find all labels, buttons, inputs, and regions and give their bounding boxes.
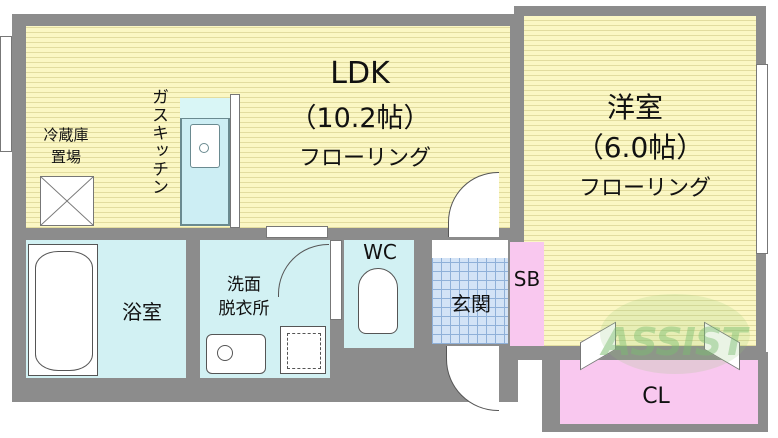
western-size: （6.0帖） — [575, 131, 705, 164]
kitchen-top-tile — [180, 98, 230, 119]
fridge-cross-icon — [40, 176, 94, 226]
fridge-space — [40, 176, 94, 226]
sink-icon — [190, 124, 220, 168]
toilet-icon — [358, 268, 398, 334]
door-washroom — [266, 226, 328, 238]
washing-machine-icon — [280, 326, 326, 374]
window-right — [756, 64, 768, 254]
western-name: 洋室 — [606, 91, 663, 124]
wc-label: WC — [363, 240, 397, 264]
ldk-size: （10.2帖） — [289, 103, 431, 134]
entrance-hall — [432, 240, 508, 258]
kitchen-wall-stub — [230, 94, 240, 228]
entrance-room — [432, 258, 508, 344]
western-room — [524, 16, 756, 346]
ldk-room — [26, 26, 510, 228]
fridge-label-line2: 置場 — [50, 148, 81, 166]
kitchen-label: ガスキッチン — [148, 88, 168, 196]
fridge-label-line1: 冷蔵庫 — [43, 126, 89, 144]
window-left — [0, 36, 12, 152]
sb-label: SB — [513, 267, 541, 291]
entrance-label: 玄関 — [451, 292, 491, 316]
sb-storage — [510, 242, 544, 346]
wc-door — [330, 240, 342, 320]
washbasin-icon — [206, 334, 266, 374]
ldk-floor: フローリング — [298, 146, 431, 171]
closet-label: CL — [642, 384, 670, 409]
washroom-label-line1: 洗面 — [227, 275, 261, 295]
bathtub-icon — [28, 244, 98, 376]
western-floor: フローリング — [578, 176, 711, 201]
washroom-label-line2: 脱衣所 — [218, 299, 270, 319]
ldk-name: LDK — [330, 56, 390, 91]
closet-storage — [560, 360, 758, 424]
bath-label: 浴室 — [122, 300, 162, 324]
watermark-logo: ASSIST — [590, 290, 766, 390]
watermark-text: ASSIST — [602, 320, 747, 364]
